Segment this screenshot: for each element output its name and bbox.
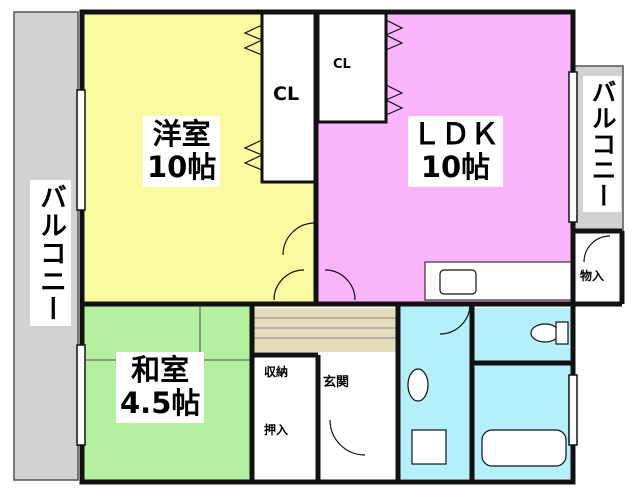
closet-door-marks <box>243 19 404 171</box>
storage-out-label: 物入 <box>580 269 605 284</box>
corridor-floor-lines <box>254 317 396 339</box>
japanese-room-name: 和室 <box>131 353 190 387</box>
japanese-room-label: 和室 4.5帖 <box>116 352 205 423</box>
balcony-left-label: バルコニー <box>30 180 71 326</box>
japanese-room-size: 4.5帖 <box>120 386 201 421</box>
fixtures <box>407 269 569 467</box>
windows <box>76 71 578 446</box>
closet-right-area <box>318 12 386 122</box>
western-room-name: 洋室 <box>152 117 211 151</box>
closet-left-label: CL <box>273 83 300 106</box>
entrance-label: 玄関 <box>323 375 350 391</box>
ldk-label: ＬＤＫ 10帖 <box>408 116 504 187</box>
storage-area <box>576 231 622 303</box>
western-room-size: 10帖 <box>147 150 217 185</box>
doors <box>273 222 611 456</box>
closet-walls <box>260 10 388 184</box>
storage-label: 収納 <box>264 365 289 380</box>
corridor-area <box>254 308 396 352</box>
oshiire-label: 押入 <box>264 423 289 438</box>
closet-right-label: CL <box>333 57 351 73</box>
ldk-name: ＬＤＫ <box>412 117 500 151</box>
balcony-right-label: バルコニー <box>583 76 621 212</box>
ldk-size: 10帖 <box>420 150 491 185</box>
western-room-label: 洋室 10帖 <box>143 116 221 187</box>
